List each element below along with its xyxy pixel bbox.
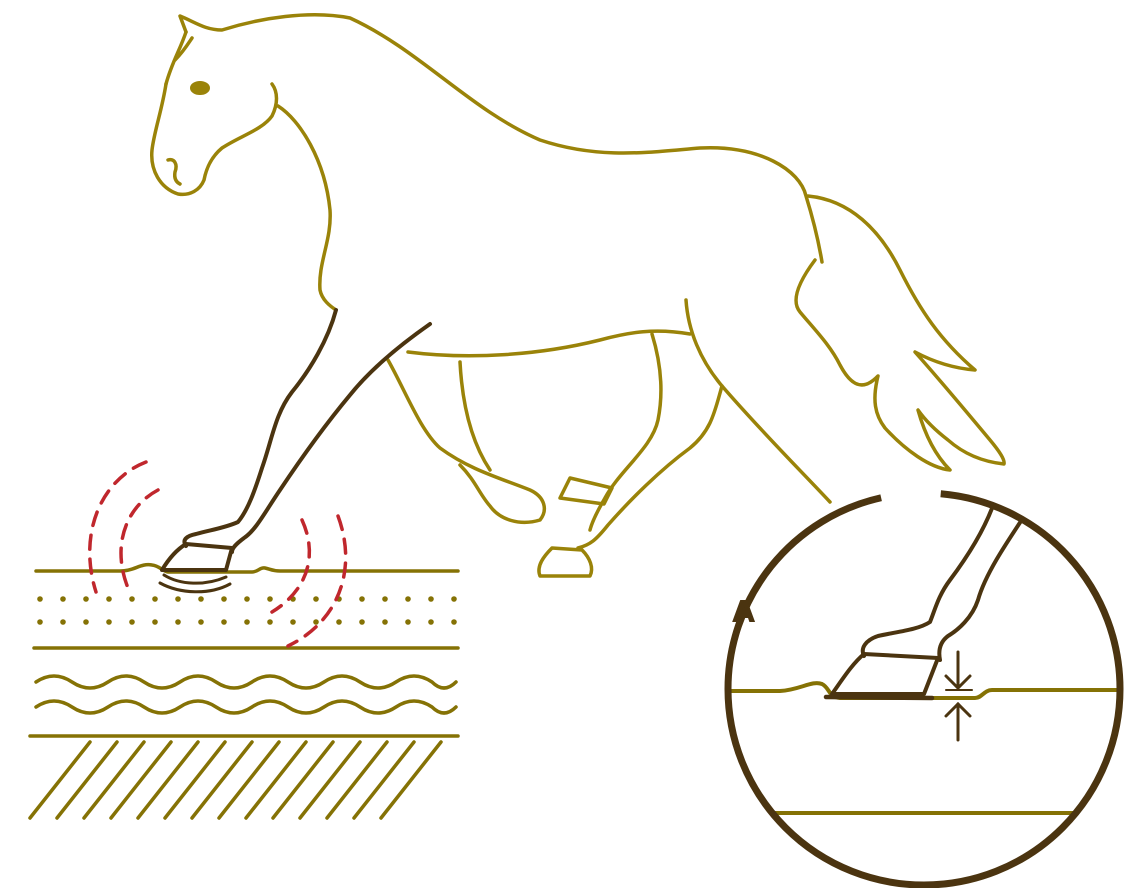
soil-dot — [37, 596, 43, 602]
compression-arrows-icon — [944, 650, 973, 742]
shock-wave-left-outer — [87, 460, 148, 594]
soil-dot — [198, 619, 204, 625]
horse-hind-hoof-near — [537, 546, 594, 578]
soil-dot — [359, 596, 365, 602]
bedrock-hatch-line — [136, 740, 200, 820]
trotting-horse-icon — [150, 13, 1006, 578]
soil-dot — [313, 619, 319, 625]
soil-dot — [83, 619, 89, 625]
soil-dot — [405, 619, 411, 625]
bedrock-hatching — [28, 740, 443, 820]
soil-dot — [129, 596, 135, 602]
horse-tail — [794, 194, 1006, 472]
soil-dot — [359, 619, 365, 625]
soil-dot — [244, 619, 250, 625]
soil-dot — [336, 619, 342, 625]
soil-dot — [129, 619, 135, 625]
leading-leg-front-edge — [230, 322, 432, 554]
shock-wave-right-outer — [286, 514, 348, 648]
horse-hind-leg-near — [576, 384, 724, 550]
soil-dot — [290, 619, 296, 625]
leading-leg-hoof — [160, 542, 234, 572]
horse-head-neck-back — [178, 13, 824, 264]
inset-frame — [724, 489, 1124, 888]
soil-dot — [451, 619, 457, 625]
soil-dot — [221, 596, 227, 602]
shock-wave-left-inner — [119, 488, 160, 590]
inset-leg-front — [937, 513, 1027, 662]
ground-surface-line — [34, 562, 460, 574]
soil-dot — [267, 619, 273, 625]
soil-dot — [60, 596, 66, 602]
soil-dot — [428, 596, 434, 602]
bedrock-hatch-line — [109, 740, 173, 820]
soil-dot — [267, 596, 273, 602]
shock-wave-right-inner — [270, 518, 312, 614]
inset-leg-back — [860, 498, 997, 658]
impact-waves-icon — [87, 460, 348, 648]
horse-haunch — [684, 298, 832, 504]
magnified-hoof-detail-inset: A — [722, 489, 1124, 888]
soil-dot — [221, 619, 227, 625]
dotted-soil-layer-2 — [37, 619, 457, 625]
bedrock-hatch-line — [217, 740, 281, 820]
soil-dot — [405, 596, 411, 602]
inset-label: A — [732, 595, 756, 630]
soil-dot — [428, 619, 434, 625]
soil-dot — [382, 596, 388, 602]
inset-hoof — [830, 652, 940, 696]
soil-dot — [83, 596, 89, 602]
soil-dot — [451, 596, 457, 602]
soil-dot — [198, 596, 204, 602]
bedrock-hatch-line — [298, 740, 362, 820]
horse-nostril — [166, 157, 182, 186]
bedrock-hatch-line — [55, 740, 119, 820]
soil-dot — [37, 619, 43, 625]
soil-dot — [244, 596, 250, 602]
soil-dot — [313, 596, 319, 602]
hoof-vibration-arcs — [158, 573, 232, 594]
bedrock-hatch-line — [82, 740, 146, 820]
bedrock-hatch-line — [352, 740, 416, 820]
soil-dot — [382, 619, 388, 625]
bedrock-hatch-line — [271, 740, 335, 820]
horse-eye — [190, 81, 210, 95]
bedrock-hatch-line — [244, 740, 308, 820]
horse-hind-hoof-far — [558, 476, 614, 506]
horse-throat-chest — [276, 104, 338, 312]
bedrock-hatch-line — [28, 740, 92, 820]
horse-face — [150, 82, 279, 197]
bedrock-hatch-line — [379, 740, 443, 820]
soil-dot — [175, 596, 181, 602]
horse-hind-leg-far — [588, 332, 663, 532]
soil-dot — [106, 596, 112, 602]
soil-dot — [152, 619, 158, 625]
bedrock-hatch-line — [163, 740, 227, 820]
inset-compressed-surface — [823, 694, 935, 701]
horse-fore-leg-far — [386, 358, 547, 525]
dotted-soil-layer-1 — [37, 596, 457, 602]
soil-dot — [175, 619, 181, 625]
bedrock-hatch-line — [190, 740, 254, 820]
soil-dot — [106, 619, 112, 625]
soil-dot — [152, 596, 158, 602]
soil-dot — [60, 619, 66, 625]
ground-cross-section — [28, 562, 460, 820]
wavy-soil-layer-1 — [34, 674, 458, 690]
horse-belly — [406, 329, 692, 358]
wavy-soil-layer-2 — [34, 699, 458, 715]
leading-leg-back-edge — [182, 308, 338, 548]
horse-leading-leg — [160, 308, 432, 572]
bedrock-hatch-line — [325, 740, 389, 820]
